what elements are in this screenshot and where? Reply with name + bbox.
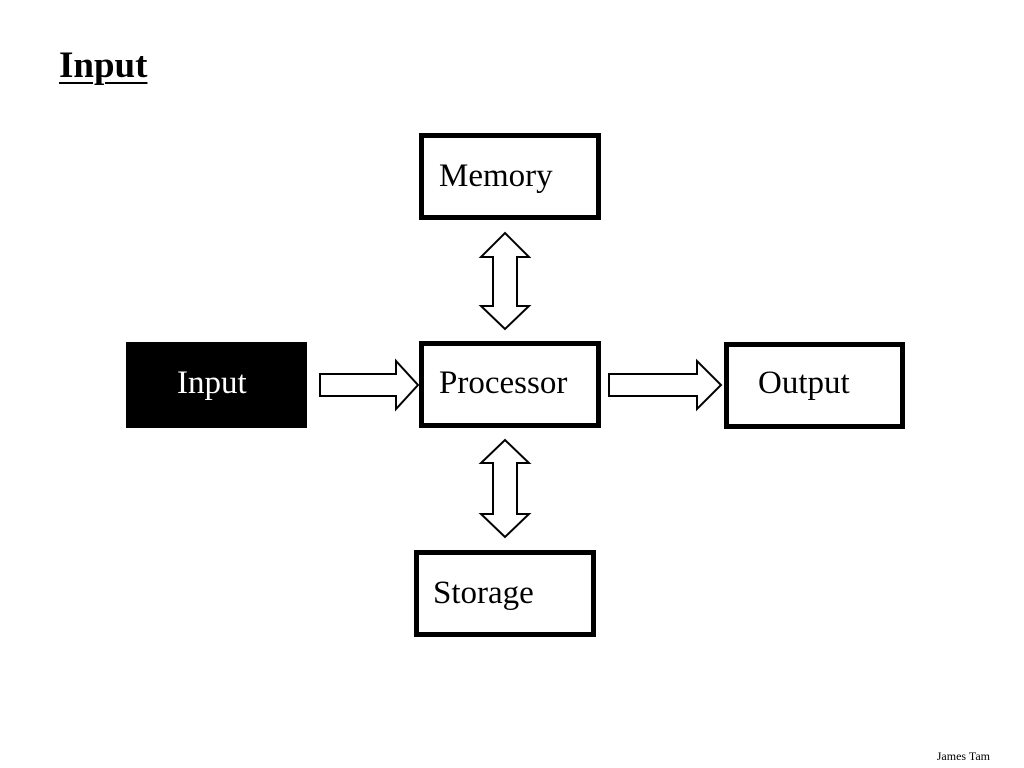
input-box bbox=[126, 342, 307, 428]
memory-box bbox=[419, 133, 601, 220]
processor-label: Processor bbox=[439, 365, 567, 401]
memory-label: Memory bbox=[439, 158, 553, 194]
processor-output-arrow bbox=[608, 358, 723, 412]
input-node: Input bbox=[126, 342, 307, 428]
processor-node: Processor bbox=[419, 341, 601, 428]
output-box bbox=[724, 342, 905, 429]
memory-processor-double-arrow bbox=[478, 231, 532, 331]
memory-node: Memory bbox=[419, 133, 601, 220]
footer-author: James Tam bbox=[936, 749, 990, 763]
output-node: Output bbox=[724, 342, 905, 429]
input-processor-arrow bbox=[319, 358, 420, 412]
processor-box bbox=[419, 341, 601, 428]
processor-storage-double-arrow bbox=[478, 438, 532, 539]
storage-label: Storage bbox=[433, 575, 534, 611]
storage-node: Storage bbox=[414, 550, 596, 637]
output-label: Output bbox=[758, 365, 850, 401]
input-label: Input bbox=[177, 365, 247, 401]
slide-title: Input bbox=[59, 45, 148, 86]
storage-box bbox=[414, 550, 596, 637]
